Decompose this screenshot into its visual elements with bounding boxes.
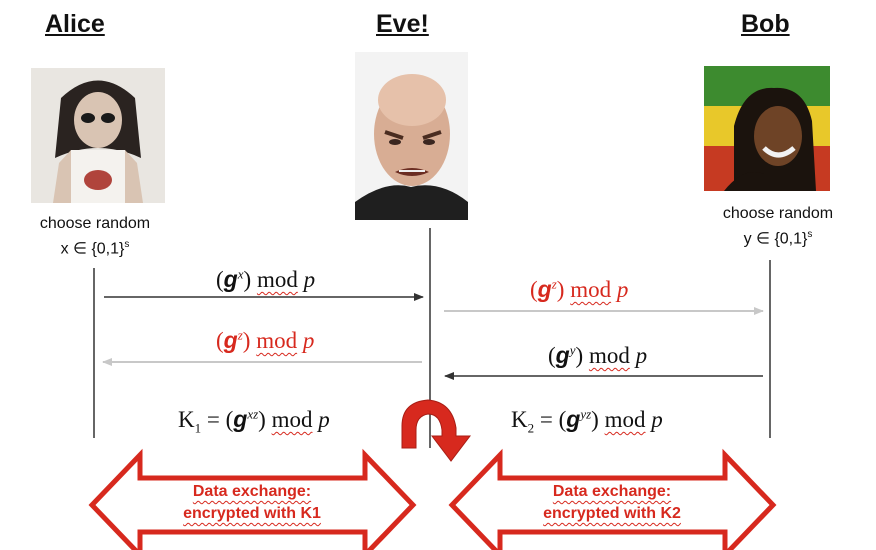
m4-mod: mod	[588, 343, 630, 368]
curved-arrow-icon	[401, 399, 472, 462]
m1-exp: x	[237, 266, 244, 282]
k2-mod: mod	[604, 407, 646, 432]
eve-photo	[355, 52, 468, 220]
m3-open: (	[216, 328, 224, 353]
message-bob-to-eve: (gy) mod p	[548, 342, 647, 369]
k1-mod: mod	[271, 407, 313, 432]
bob-name: Bob	[741, 10, 790, 38]
alice-photo	[31, 68, 165, 203]
m1-open: (	[216, 267, 224, 292]
eve-name: Eve!	[376, 10, 429, 38]
alice-caption-sup: s	[124, 239, 130, 250]
alice-caption: choose random x ∈ {0,1}s	[20, 213, 170, 259]
k2-sub: 2	[527, 420, 535, 436]
m1-close: )	[243, 267, 252, 292]
k1-p: p	[318, 407, 330, 432]
m3-p: p	[302, 328, 315, 353]
m2-exp: z	[551, 276, 557, 292]
m2-mod: mod	[570, 277, 612, 302]
right-exchange-arrow	[448, 448, 777, 550]
message-eve-to-alice: (gz) mod p	[216, 327, 314, 354]
alice-caption-line2: x ∈ {0,1}s	[20, 234, 170, 259]
message-eve-to-bob: (gz) mod p	[530, 276, 628, 303]
alice-caption-set: x ∈ {0,1}	[60, 240, 125, 258]
k1-letter: K	[178, 407, 195, 432]
left-exchange-arrow	[88, 448, 417, 550]
k1-g: g	[233, 406, 248, 432]
k1-sub: 1	[194, 420, 202, 436]
m3-close: )	[242, 328, 251, 353]
m3-mod: mod	[256, 328, 298, 353]
m4-close: )	[575, 343, 584, 368]
right-exchange-line1: Data exchange:	[552, 483, 672, 500]
k2-p: p	[651, 407, 663, 432]
m4-open: (	[548, 343, 556, 368]
bob-photo	[704, 66, 830, 191]
m3-exp: z	[237, 327, 243, 343]
k1-exp: xz	[247, 406, 259, 422]
left-exchange-line1: Data exchange:	[192, 483, 312, 500]
m1-g: g	[223, 266, 238, 292]
bob-caption-line1: choose random	[722, 205, 834, 222]
k1-close: )	[258, 407, 266, 432]
k2-exp: yz	[580, 406, 592, 422]
message-alice-to-eve: (gx) mod p	[216, 266, 315, 293]
bob-caption-set: y ∈ {0,1}	[743, 230, 808, 248]
m2-p: p	[616, 277, 629, 302]
k2-eq: = (	[534, 407, 567, 432]
m2-g: g	[537, 276, 552, 302]
m2-close: )	[556, 277, 565, 302]
m4-g: g	[555, 342, 570, 368]
m2-open: (	[530, 277, 538, 302]
k2-letter: K	[511, 407, 528, 432]
key-k1: K1 = (gxz) mod p	[178, 406, 330, 437]
m3-g: g	[223, 327, 238, 353]
left-exchange-label: Data exchange: encrypted with K1	[152, 481, 352, 525]
key-k2: K2 = (gyz) mod p	[511, 406, 663, 437]
k1-eq: = (	[201, 407, 234, 432]
alice-name: Alice	[45, 10, 105, 38]
alice-caption-line1: choose random	[39, 215, 151, 232]
right-exchange-line2: encrypted with K2	[543, 505, 681, 522]
m1-p: p	[303, 267, 316, 292]
bob-caption-line2: y ∈ {0,1}s	[703, 224, 853, 249]
k2-g: g	[566, 406, 581, 432]
m4-p: p	[635, 343, 648, 368]
left-exchange-line2: encrypted with K1	[183, 505, 321, 522]
right-exchange-label: Data exchange: encrypted with K2	[512, 481, 712, 525]
bob-caption-sup: s	[807, 229, 813, 240]
m4-exp: y	[569, 342, 576, 358]
bob-caption: choose random y ∈ {0,1}s	[703, 203, 853, 249]
k2-close: )	[591, 407, 599, 432]
m1-mod: mod	[256, 267, 298, 292]
